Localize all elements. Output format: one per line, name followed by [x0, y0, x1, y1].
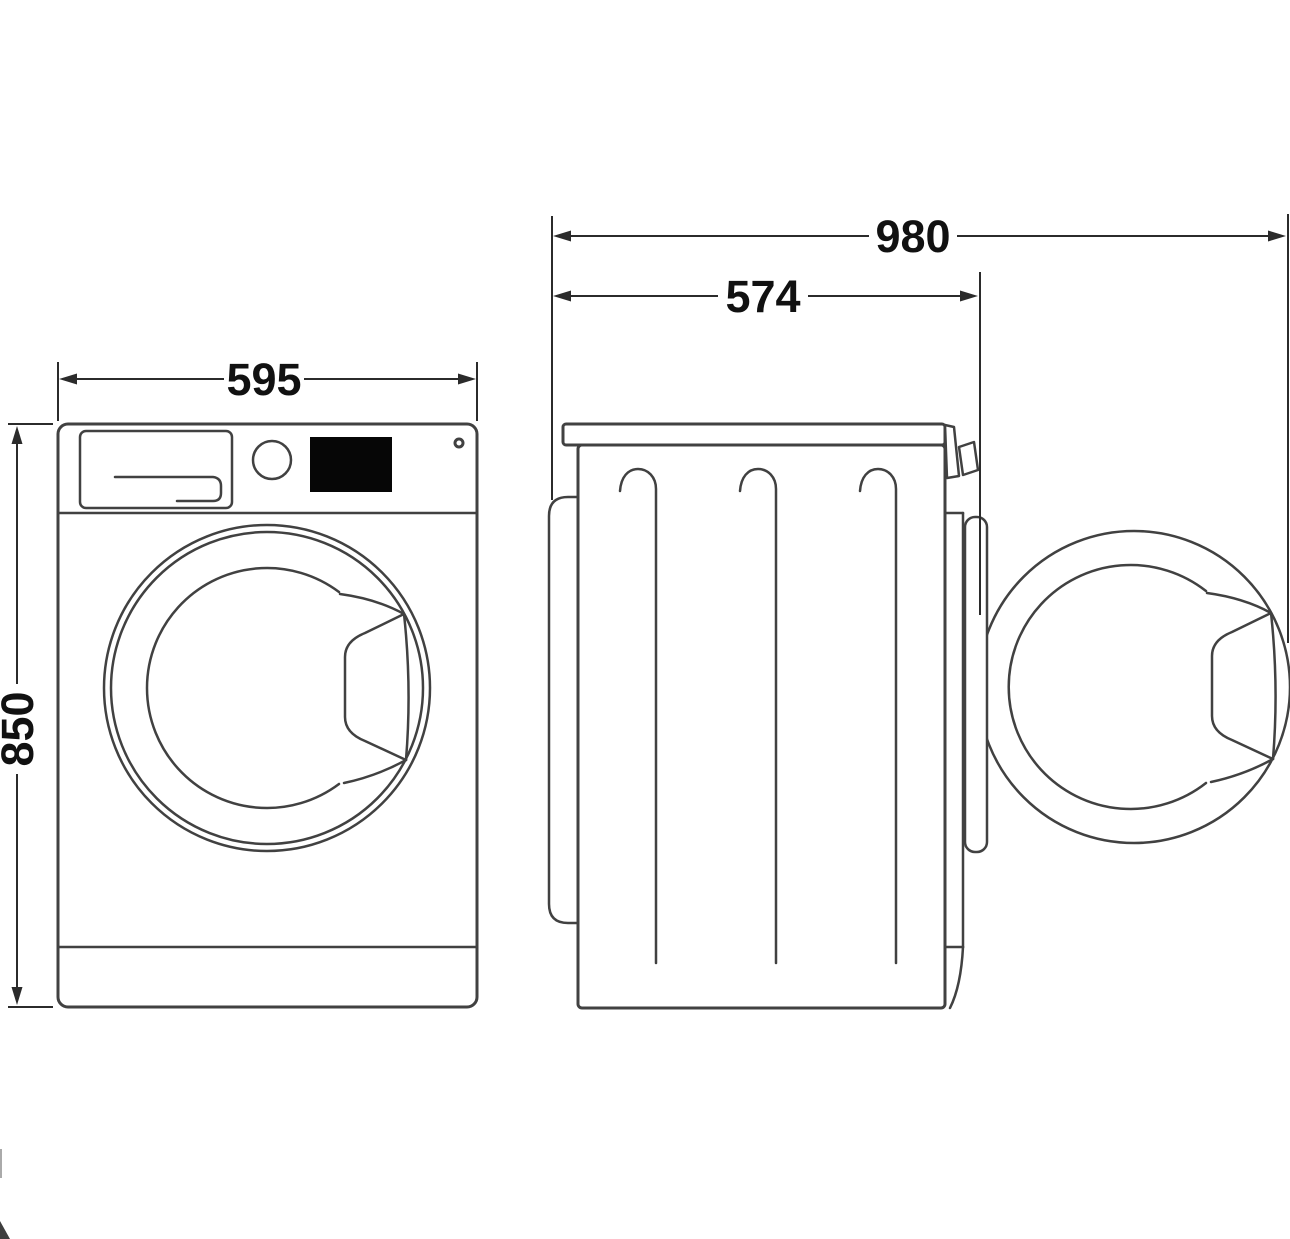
- arrowhead-up-icon: [11, 426, 23, 444]
- door-outer-ring-inner-line: [109, 530, 425, 846]
- front-foot: [948, 945, 965, 1010]
- front-cabinet-outline: [56, 422, 479, 1009]
- arrowhead-right-icon: [960, 290, 978, 302]
- arrowhead-down-icon: [11, 987, 23, 1005]
- open-door-outer-ring: [976, 529, 1290, 845]
- power-led-icon: [453, 437, 465, 449]
- open-door-handle: [1205, 591, 1277, 784]
- front-panel-strip: [943, 511, 965, 1010]
- side-cabinet-outline: [576, 443, 947, 1010]
- arrowhead-right-icon: [458, 373, 476, 385]
- program-knob: [251, 439, 293, 481]
- rear-bulge: [547, 495, 580, 925]
- dimension-depth-body: 574: [553, 271, 981, 615]
- arrowhead-left-icon: [59, 373, 77, 385]
- door-window: [145, 566, 341, 810]
- detergent-drawer: [78, 429, 234, 510]
- dimension-front-width: 595: [57, 354, 478, 421]
- dimensions: 595 850 980 574: [0, 211, 1289, 1008]
- arrowhead-left-icon: [553, 290, 571, 302]
- arrowhead-left-icon: [553, 230, 571, 242]
- front-view: [56, 422, 479, 1009]
- scan-artifact: [0, 1221, 10, 1239]
- front-height-label: 850: [0, 691, 43, 766]
- dimension-depth-total: 980: [551, 211, 1289, 643]
- depth-body-label: 574: [725, 271, 800, 322]
- open-door-window: [1007, 563, 1208, 811]
- lid-end-cap: [943, 423, 961, 480]
- door-hinge-icon: [957, 440, 980, 477]
- door-edge-profile: [963, 515, 989, 854]
- side-view: [547, 422, 1290, 1010]
- door-outer-ring: [102, 523, 432, 853]
- display: [310, 437, 392, 492]
- depth-total-label: 980: [875, 211, 950, 262]
- arrowhead-right-icon: [1268, 230, 1286, 242]
- porthole-door: [102, 523, 432, 853]
- side-panel-ribs: [618, 467, 898, 965]
- top-lid: [561, 422, 947, 447]
- open-door: [976, 529, 1290, 845]
- detergent-drawer-handle: [113, 475, 223, 503]
- dimension-front-height: 850: [0, 423, 53, 1008]
- door-handle: [338, 592, 410, 785]
- front-width-label: 595: [226, 354, 301, 405]
